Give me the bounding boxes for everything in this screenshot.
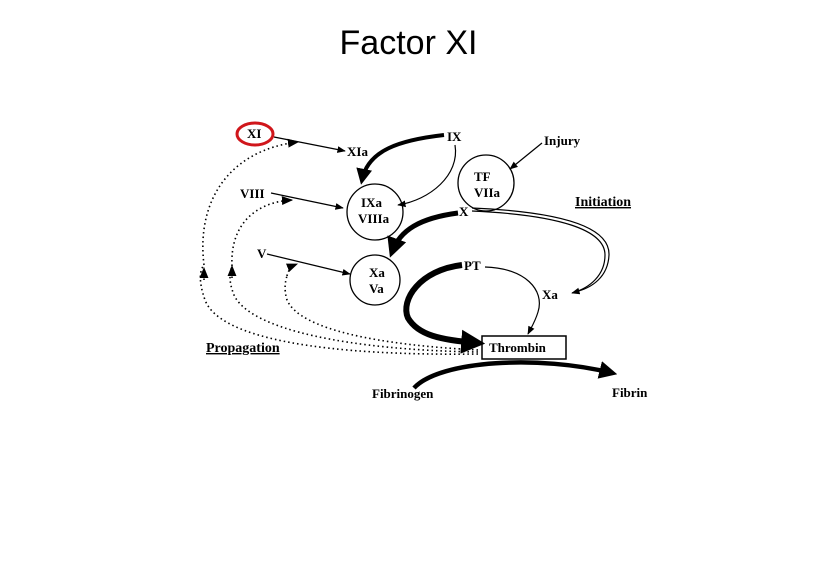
arrow-pt-to-thrombin — [484, 266, 540, 335]
thick-arrow-fibrinogen-to-fibrin — [412, 360, 618, 390]
arrow-v-to-va — [266, 253, 351, 276]
label-xi: XI — [247, 126, 261, 141]
xa-va-complex-circle — [349, 254, 401, 306]
thick-arrow-ix-to-ixa — [356, 133, 445, 185]
label-injury: Injury — [544, 133, 581, 148]
label-ixa: IXa — [361, 195, 382, 210]
arrow-viii-to-viiia — [270, 192, 344, 210]
label-fibrin: Fibrin — [612, 385, 648, 400]
label-xia: XIa — [347, 144, 368, 159]
arrow-x-to-xa — [471, 210, 606, 295]
feedback-arrow-to-viii — [229, 265, 479, 353]
page-title: Factor XI — [339, 24, 478, 62]
label-x: X — [459, 204, 469, 219]
arrow-ix-to-ixa — [397, 144, 457, 208]
label-ix: IX — [447, 129, 462, 144]
arrow-injury-to-tf — [509, 142, 543, 170]
thick-arrow-x-to-xa — [387, 210, 459, 258]
label-fibrinogen: Fibrinogen — [372, 386, 434, 401]
label-xa: Xa — [542, 287, 558, 302]
feedback-arrow-to-xi-top — [202, 138, 300, 266]
label-va: Va — [369, 281, 384, 296]
thick-arrow-pt-to-thrombin — [403, 262, 486, 354]
feedback-arrow-to-v-top — [285, 263, 299, 277]
label-pt: PT — [464, 258, 481, 273]
label-tf: TF — [474, 169, 491, 184]
label-v: V — [257, 246, 267, 261]
label-viii: VIII — [240, 186, 265, 201]
ixa-viiia-complex-circle — [346, 183, 404, 241]
tf-viia-complex-circle — [457, 154, 515, 212]
label-xa-circle: Xa — [369, 265, 385, 280]
label-propagation: Propagation — [206, 341, 280, 356]
label-viiia: VIIIa — [358, 211, 390, 226]
label-initiation: Initiation — [575, 195, 631, 210]
arrow-x-to-xa-double — [471, 207, 610, 293]
label-thrombin: Thrombin — [489, 340, 547, 355]
label-viia: VIIa — [474, 185, 501, 200]
xi-highlight-ring — [235, 121, 275, 147]
arrow-xi-to-xia — [273, 136, 346, 153]
